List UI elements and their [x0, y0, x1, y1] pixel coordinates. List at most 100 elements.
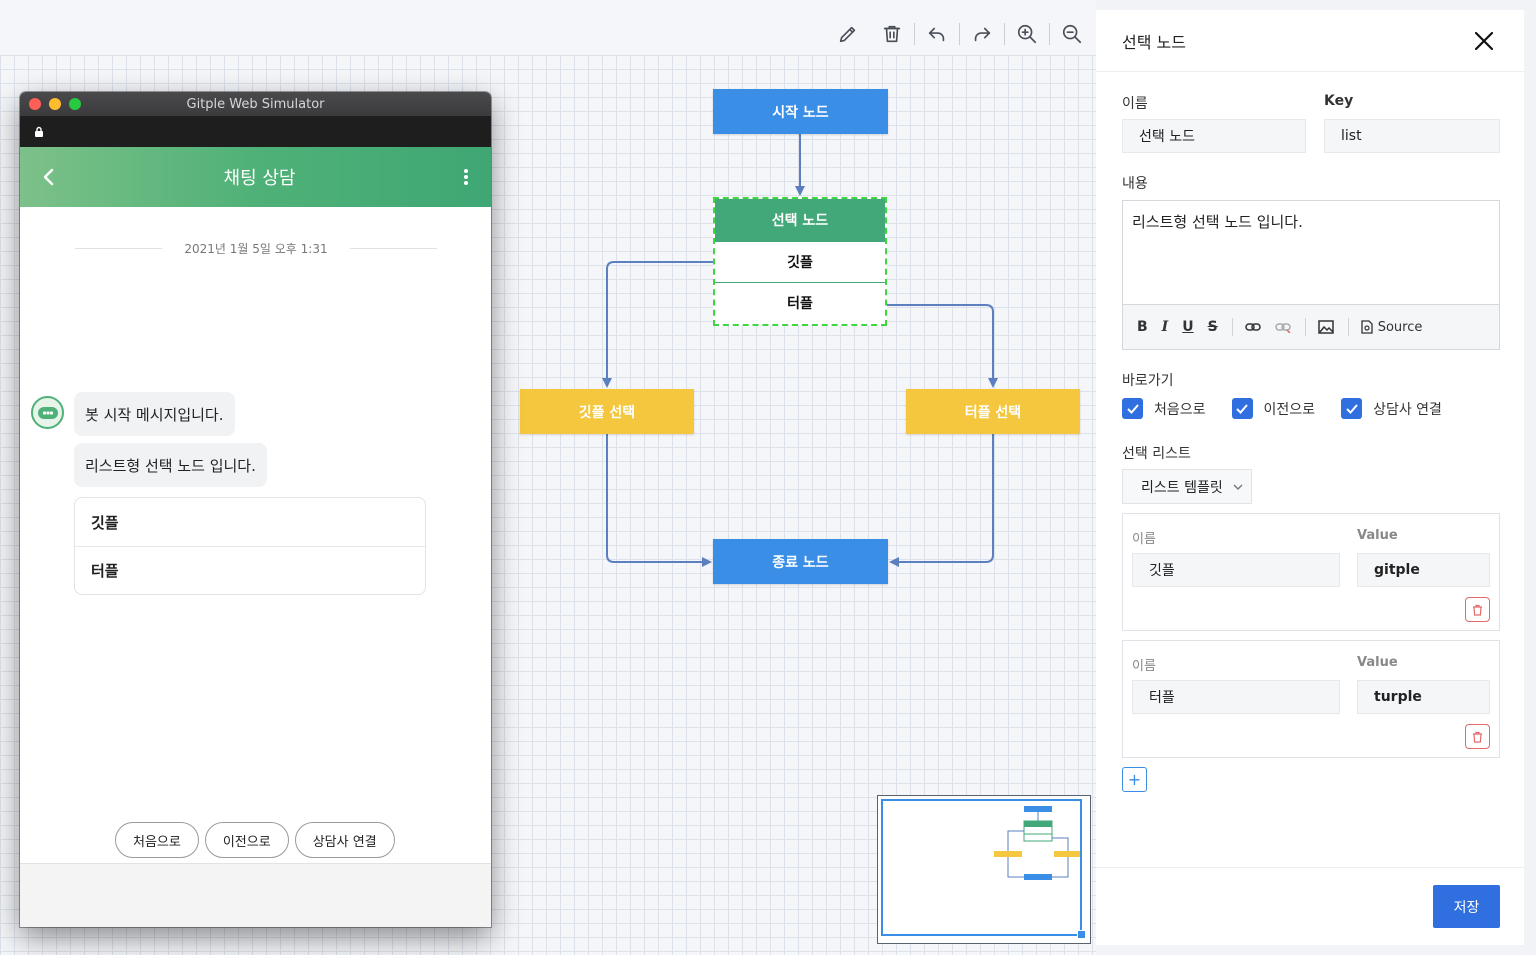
key-input[interactable]: list	[1324, 119, 1500, 153]
shortcut-checkboxes: 처음으로 이전으로 상담사 연결	[1122, 398, 1468, 419]
lock-icon	[35, 126, 43, 137]
chat-option-2[interactable]: 터플	[75, 546, 425, 594]
list-item-card-2: 이름 Value 터플 turple	[1122, 640, 1500, 758]
bold-button[interactable]: B	[1137, 319, 1148, 335]
close-icon[interactable]	[1474, 31, 1494, 51]
editor-separator	[1304, 318, 1306, 336]
simulator-title: Gitple Web Simulator	[186, 96, 325, 112]
item-name-input[interactable]: 터플	[1132, 680, 1340, 714]
left-branch-label: 깃플 선택	[578, 404, 636, 421]
content-editor-body[interactable]: 리스트형 선택 노드 입니다.	[1132, 213, 1303, 231]
bot-message-1: 봇 시작 메시지입니다.	[74, 392, 235, 436]
item-value-label: Value	[1357, 528, 1398, 543]
simulator-url-bar	[20, 116, 491, 147]
pencil-icon[interactable]	[833, 19, 863, 49]
web-simulator-window: Gitple Web Simulator 채팅 상담 2021년 1월 5일 오…	[20, 92, 491, 927]
chat-body[interactable]: 2021년 1월 5일 오후 1:31 봇 시작 메시지입니다. 리스트형 선택…	[20, 207, 491, 863]
italic-button[interactable]: I	[1161, 319, 1169, 335]
unlink-icon[interactable]	[1274, 321, 1291, 333]
close-window-button[interactable]	[29, 98, 41, 110]
shortcut-go-first[interactable]: 처음으로	[1122, 398, 1206, 419]
select-node[interactable]: 선택 노드 깃플 터플	[713, 197, 887, 326]
bot-message-2: 리스트형 선택 노드 입니다.	[74, 443, 267, 487]
back-arrow-icon[interactable]	[42, 168, 56, 186]
underline-button[interactable]: U	[1182, 319, 1194, 335]
checkbox-checked[interactable]	[1341, 398, 1363, 419]
toolbar-separator	[1049, 23, 1050, 45]
chat-input-area[interactable]	[20, 863, 491, 927]
simulator-titlebar: Gitple Web Simulator	[20, 92, 491, 116]
shortcut-connect-agent-label: 상담사 연결	[1373, 401, 1442, 418]
shortcut-go-first-label: 처음으로	[1154, 401, 1206, 418]
quick-connect-agent-button[interactable]: 상담사 연결	[294, 822, 395, 858]
minimap-preview	[994, 806, 1082, 880]
trash-icon	[1473, 731, 1482, 743]
redo-icon[interactable]	[967, 19, 997, 49]
quick-go-first-button[interactable]: 처음으로	[115, 822, 199, 858]
delete-item-button[interactable]	[1465, 597, 1490, 622]
maximize-window-button[interactable]	[69, 98, 81, 110]
image-icon[interactable]	[1317, 320, 1334, 334]
item-value-input[interactable]: turple	[1357, 680, 1490, 714]
link-icon[interactable]	[1244, 322, 1261, 332]
list-template-value: 리스트 템플릿	[1141, 479, 1223, 496]
select-node-option-2[interactable]: 터플	[715, 282, 885, 323]
shortcut-go-previous-label: 이전으로	[1263, 401, 1316, 418]
panel-title: 선택 노드	[1122, 32, 1186, 52]
chevron-down-icon	[1233, 484, 1243, 490]
trash-icon[interactable]	[877, 19, 907, 49]
shortcut-go-previous[interactable]: 이전으로	[1231, 398, 1316, 419]
strike-button[interactable]: S	[1207, 319, 1218, 335]
minimap-resize-handle[interactable]	[1077, 930, 1086, 939]
quick-go-previous-button[interactable]: 이전으로	[204, 822, 289, 858]
zoom-in-icon[interactable]	[1012, 19, 1042, 49]
add-item-button[interactable]: +	[1122, 767, 1147, 792]
zoom-out-icon[interactable]	[1057, 19, 1087, 49]
bot-avatar	[31, 396, 64, 429]
start-node-label: 시작 노드	[772, 104, 829, 121]
more-vertical-icon[interactable]	[463, 168, 469, 186]
check-icon	[1345, 403, 1358, 414]
item-name-label: 이름	[1132, 659, 1156, 674]
editor-toolbar: B I U S Source	[1123, 304, 1499, 349]
minimize-window-button[interactable]	[49, 98, 61, 110]
end-node[interactable]: 종료 노드	[713, 539, 888, 584]
node-properties-panel: 선택 노드 이름 Key 선택 노드 list 내용 리스트형 선택 노드 입니…	[1096, 10, 1524, 945]
delete-item-button[interactable]	[1465, 724, 1490, 749]
chat-date: 2021년 1월 5일 오후 1:31	[184, 242, 328, 256]
undo-icon[interactable]	[922, 19, 952, 49]
editor-separator	[1231, 318, 1233, 336]
minimap[interactable]	[877, 795, 1091, 944]
item-value-label: Value	[1357, 655, 1398, 670]
quick-reply-row: 처음으로 이전으로 상담사 연결	[115, 822, 401, 858]
end-node-label: 종료 노드	[772, 554, 829, 571]
source-button[interactable]: Source	[1361, 319, 1423, 335]
minimap-viewport[interactable]	[881, 799, 1082, 936]
source-label: Source	[1377, 319, 1423, 335]
chat-option-1[interactable]: 깃플	[91, 513, 119, 532]
right-branch-node[interactable]: 터플 선택	[906, 389, 1080, 434]
name-label: 이름	[1122, 96, 1148, 112]
shortcut-connect-agent[interactable]: 상담사 연결	[1341, 398, 1442, 419]
select-node-option-1[interactable]: 깃플	[715, 241, 885, 282]
item-value-input[interactable]: gitple	[1357, 553, 1490, 587]
checkbox-checked[interactable]	[1122, 398, 1143, 419]
panel-header: 선택 노드	[1096, 10, 1524, 72]
start-node[interactable]: 시작 노드	[713, 89, 888, 134]
editor-separator	[1347, 318, 1349, 336]
checkbox-checked[interactable]	[1231, 398, 1253, 419]
canvas-top-bar	[0, 0, 1096, 55]
right-branch-label: 터플 선택	[964, 404, 1022, 421]
left-branch-node[interactable]: 깃플 선택	[520, 389, 694, 434]
toolbar-separator	[959, 23, 960, 45]
item-name-input[interactable]: 깃플	[1132, 553, 1340, 587]
content-editor: 리스트형 선택 노드 입니다. B I U S Source	[1122, 200, 1500, 350]
save-button[interactable]: 저장	[1433, 885, 1500, 928]
toolbar-separator	[914, 23, 915, 45]
item-name-label: 이름	[1132, 532, 1156, 547]
chat-header: 채팅 상담	[20, 147, 491, 207]
select-node-title: 선택 노드	[715, 199, 885, 241]
name-input[interactable]: 선택 노드	[1122, 119, 1306, 153]
list-template-select[interactable]: 리스트 템플릿	[1122, 469, 1252, 504]
check-icon	[1236, 403, 1248, 414]
